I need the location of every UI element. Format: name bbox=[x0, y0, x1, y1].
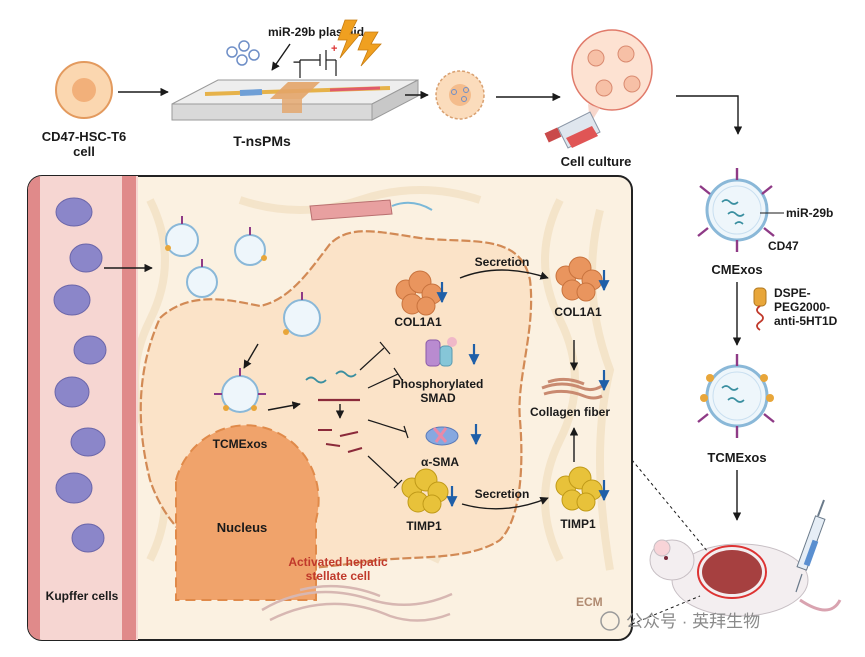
callout-line-top bbox=[631, 459, 709, 553]
mrna-fragments bbox=[318, 429, 363, 453]
arrow-endocytosis bbox=[243, 343, 259, 369]
liver-panel bbox=[27, 175, 633, 641]
electrode-circuit bbox=[299, 50, 337, 78]
callout-line-bottom bbox=[631, 595, 701, 625]
secretion-arrow-col1a1 bbox=[459, 269, 549, 280]
watermark: 公众号 · 英拜生物 bbox=[600, 611, 760, 631]
kupffer-cells bbox=[53, 197, 107, 553]
asma-label: α-SMA bbox=[421, 455, 459, 469]
col1a1-out-label: COL1A1 bbox=[554, 305, 602, 319]
source-cell-label-2: cell bbox=[73, 144, 95, 159]
electrode-minus: − bbox=[293, 55, 300, 69]
tcmexos-right-label: TCMExos bbox=[707, 450, 766, 465]
dspe-label-1: DSPE- bbox=[774, 286, 811, 300]
culture-flask-icon bbox=[544, 111, 601, 149]
device-label: T-nsPMs bbox=[233, 133, 291, 149]
timp1-protein-in bbox=[401, 468, 449, 514]
nsPM-device bbox=[171, 79, 419, 121]
arrow-plasmid-to-device bbox=[271, 43, 291, 71]
col1a1-protein-out bbox=[555, 256, 603, 302]
tcmexos-vesicle bbox=[697, 354, 775, 438]
dspe-label-2: PEG2000- bbox=[774, 300, 830, 314]
collagen-fiber-icon bbox=[541, 377, 603, 400]
col1a1-in-label: COL1A1 bbox=[394, 315, 442, 329]
psmad-label-2: SMAD bbox=[420, 391, 456, 405]
source-cell bbox=[55, 61, 113, 119]
cd47-label: CD47 bbox=[768, 239, 799, 253]
arrow-release bbox=[267, 401, 301, 411]
plasmid-icon bbox=[226, 40, 260, 66]
col1a1-protein-in bbox=[395, 270, 443, 316]
cell-culture-dish bbox=[571, 29, 653, 124]
mirna-strands bbox=[305, 370, 357, 384]
mir-label: miR-29b bbox=[786, 206, 833, 220]
lightning-icon bbox=[337, 19, 382, 67]
watermark-text: 公众号 · 英拜生物 bbox=[626, 612, 760, 631]
rat-model bbox=[649, 539, 842, 617]
syringe-icon bbox=[795, 499, 826, 593]
ecm-label: ECM bbox=[576, 595, 603, 609]
cmexos-label: CMExos bbox=[711, 262, 762, 277]
kupffer-label: Kupffer cells bbox=[46, 589, 119, 603]
nucleus-label: Nucleus bbox=[217, 520, 268, 535]
dspe-peg-antibody-icon bbox=[753, 287, 767, 331]
inhibition-arrows bbox=[359, 341, 409, 489]
psmad-label-1: Phosphorylated bbox=[393, 377, 484, 391]
asma-protein bbox=[425, 426, 459, 446]
secretion-label-2: Secretion bbox=[475, 487, 530, 501]
hsc-label-2: stellate cell bbox=[306, 569, 371, 583]
electrode-plus: + bbox=[331, 43, 337, 55]
transfected-cell bbox=[435, 70, 485, 120]
culture-label: Cell culture bbox=[561, 154, 632, 169]
dspe-label-3: anti-5HT1D bbox=[774, 314, 838, 328]
ecm-fibers bbox=[261, 584, 453, 622]
wechat-icon bbox=[600, 611, 620, 631]
source-cell-label-1: CD47-HSC-T6 bbox=[42, 129, 127, 144]
secretion-arrow-timp1 bbox=[461, 496, 549, 510]
secretion-label-1: Secretion bbox=[475, 255, 530, 269]
hsc-label-1: Activated hepatic bbox=[288, 555, 388, 569]
arrow-to-cmexos bbox=[676, 95, 743, 135]
timp1-in-label: TIMP1 bbox=[406, 519, 442, 533]
tcmexos-panel-label: TCMExos bbox=[213, 437, 268, 451]
collagen-label: Collagen fiber bbox=[530, 405, 610, 419]
downregulation-arrows bbox=[436, 270, 610, 508]
timp1-out-label: TIMP1 bbox=[560, 517, 596, 531]
psmad-protein bbox=[425, 337, 457, 367]
fiber-bundle-top bbox=[309, 199, 433, 221]
timp1-protein-out bbox=[555, 466, 603, 512]
cmexos-vesicle bbox=[697, 168, 775, 252]
nucleus bbox=[175, 424, 320, 601]
tcmexos-cluster bbox=[165, 216, 321, 413]
